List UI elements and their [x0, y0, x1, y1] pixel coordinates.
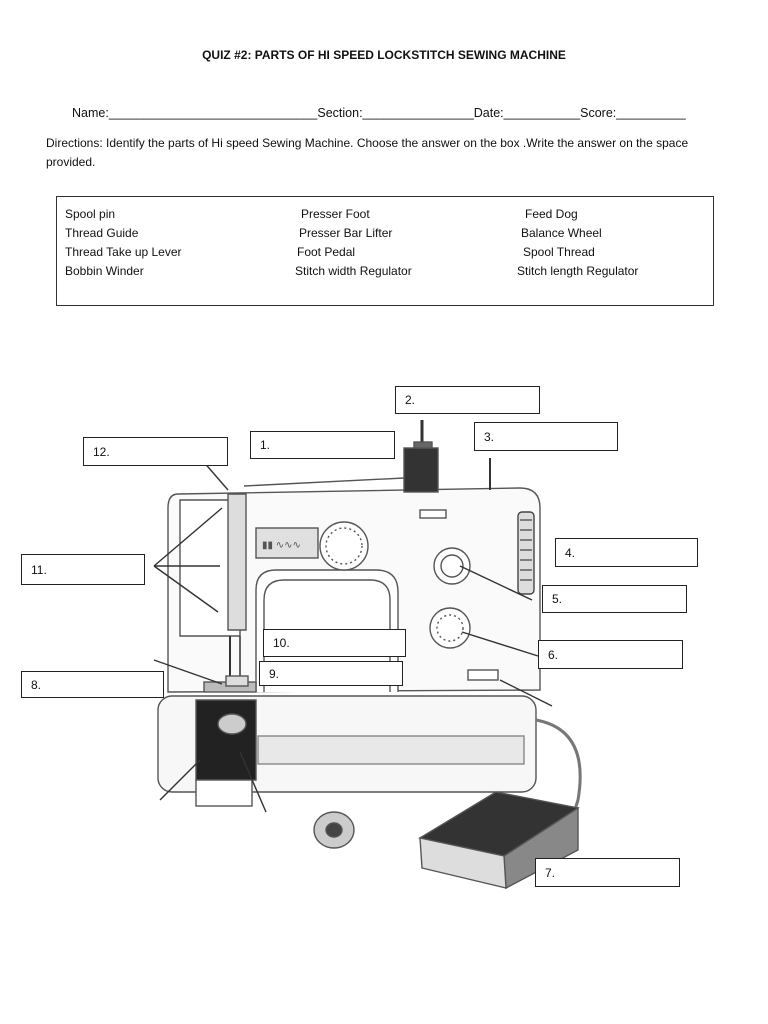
answer-label-9[interactable]: 9.	[259, 661, 403, 686]
choice-thread-guide: Thread Guide	[65, 226, 139, 240]
svg-text:▮▮ ∿∿∿: ▮▮ ∿∿∿	[262, 540, 301, 551]
answer-column-2: Presser Foot Presser Bar Lifter Foot Ped…	[295, 205, 412, 281]
choice-balance-wheel: Balance Wheel	[521, 226, 602, 240]
choice-thread-take-up-lever: Thread Take up Lever	[65, 245, 182, 259]
choice-stitch-length-regulator: Stitch length Regulator	[517, 264, 639, 278]
choice-bobbin-winder: Bobbin Winder	[65, 264, 144, 278]
answer-label-3[interactable]: 3.	[474, 422, 618, 451]
answer-label-8[interactable]: 8.	[21, 671, 164, 698]
directions-text: Directions: Identify the parts of Hi spe…	[46, 136, 689, 169]
student-info-line: Name:______________________________Secti…	[72, 106, 686, 120]
choice-spool-pin: Spool pin	[65, 207, 116, 221]
choice-spool-thread: Spool Thread	[523, 245, 595, 259]
answer-label-12[interactable]: 12.	[83, 437, 228, 466]
answer-label-2[interactable]: 2.	[395, 386, 540, 414]
answer-label-1[interactable]: 1.	[250, 431, 395, 459]
answer-label-7[interactable]: 7.	[535, 858, 680, 887]
choice-foot-pedal: Foot Pedal	[297, 245, 356, 259]
answer-label-4[interactable]: 4.	[555, 538, 698, 567]
answer-choices-box: Spool pin Thread Guide Thread Take up Le…	[56, 196, 714, 306]
answer-column-1: Spool pin Thread Guide Thread Take up Le…	[65, 205, 182, 281]
quiz-title: QUIZ #2: PARTS OF HI SPEED LOCKSTITCH SE…	[202, 48, 566, 62]
choice-feed-dog: Feed Dog	[525, 207, 578, 221]
answer-label-11[interactable]: 11.	[21, 554, 145, 585]
answer-column-3: Feed Dog Balance Wheel Spool Thread Stit…	[517, 205, 639, 281]
answer-label-5[interactable]: 5.	[542, 585, 687, 613]
answer-label-10[interactable]: 10.	[263, 629, 406, 657]
choice-stitch-width-regulator: Stitch width Regulator	[295, 264, 412, 278]
choice-presser-foot: Presser Foot	[301, 207, 370, 221]
choice-presser-bar-lifter: Presser Bar Lifter	[299, 226, 393, 240]
answer-label-6[interactable]: 6.	[538, 640, 683, 669]
